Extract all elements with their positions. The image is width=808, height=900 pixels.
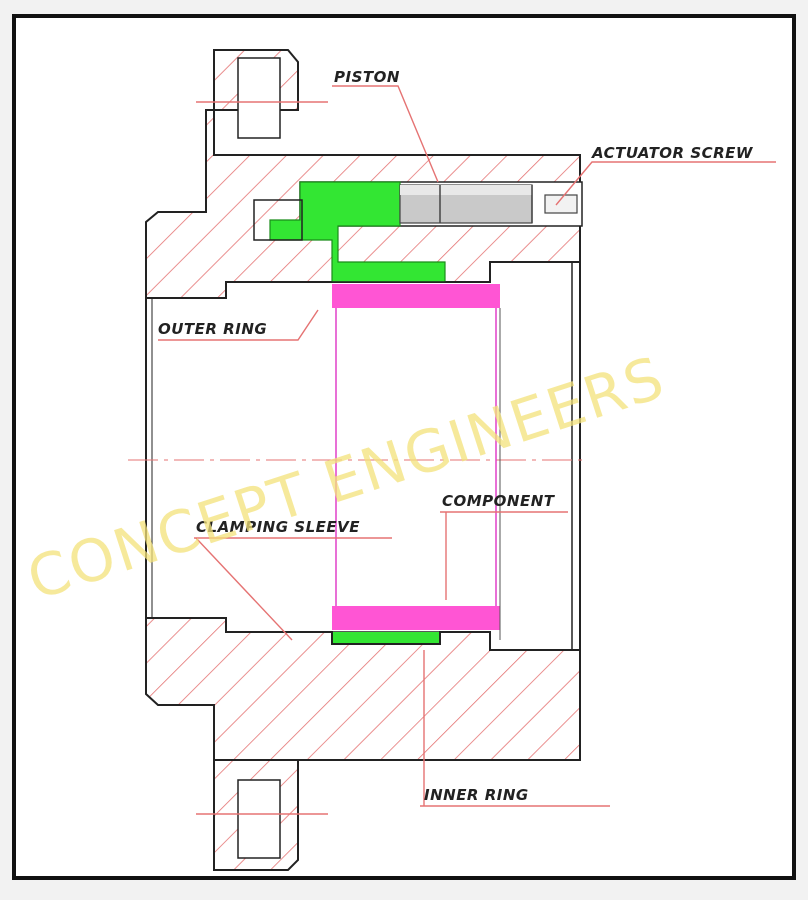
label-outer-ring: OUTER RING bbox=[158, 320, 267, 338]
leader-lines bbox=[158, 85, 776, 815]
leader-outer-ring bbox=[158, 309, 319, 341]
label-component: COMPONENT bbox=[442, 492, 556, 510]
clamping-sleeve-strip bbox=[332, 632, 440, 644]
label-piston: PISTON bbox=[334, 68, 400, 86]
actuator-screw-part bbox=[399, 184, 578, 224]
label-actuator-screw: ACTUATOR SCREW bbox=[591, 144, 754, 162]
label-inner-ring: INNER RING bbox=[424, 786, 529, 804]
leader-actuator-screw bbox=[555, 161, 776, 206]
leader-piston bbox=[332, 85, 439, 183]
leader-clamping-sleeve-arrow bbox=[195, 537, 293, 641]
label-clamping-sleeve: CLAMPING SLEEVE bbox=[196, 518, 360, 536]
housing-bottom bbox=[145, 617, 581, 871]
component-part bbox=[332, 284, 501, 640]
